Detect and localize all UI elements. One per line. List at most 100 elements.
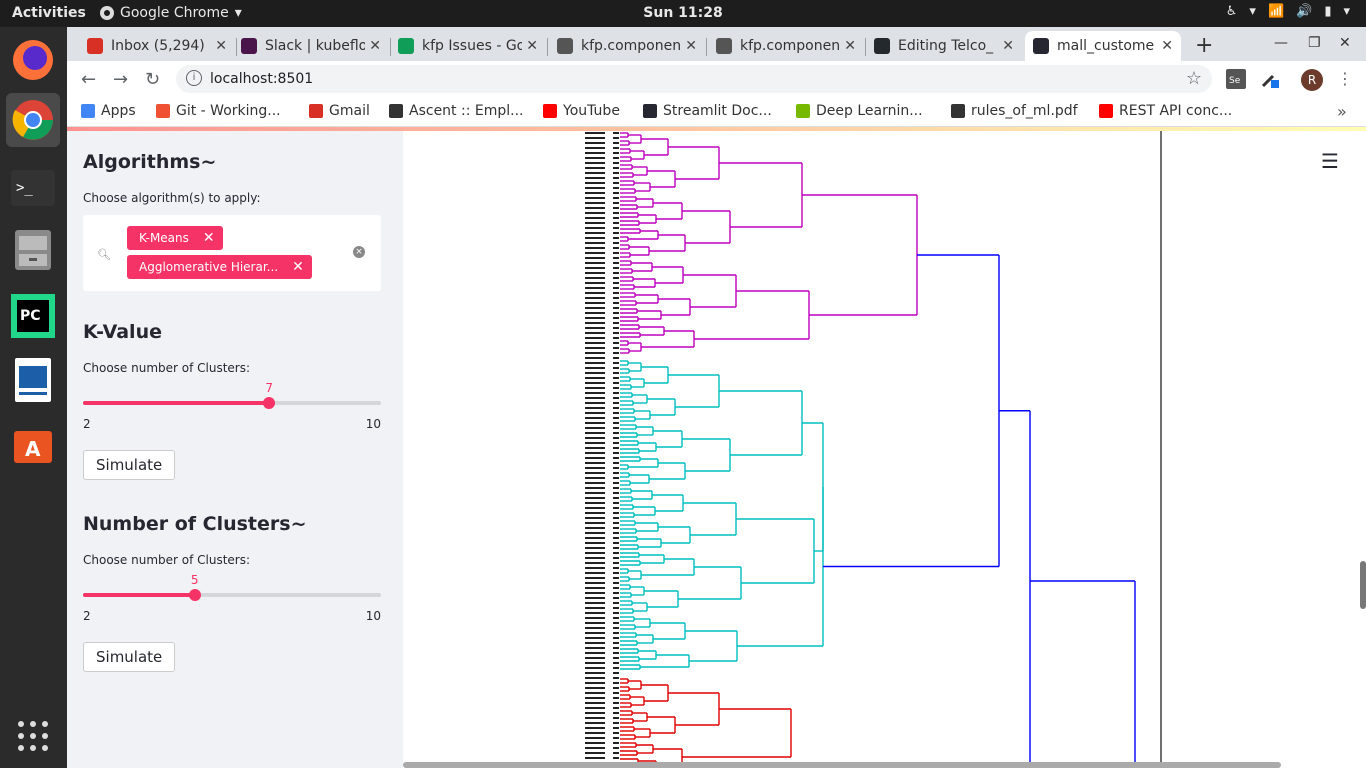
site-info-icon[interactable]: i (186, 70, 202, 86)
simulate-button[interactable]: Simulate (83, 450, 176, 480)
close-tab-icon[interactable]: ✕ (685, 38, 697, 54)
activities-button[interactable]: Activities (12, 5, 86, 21)
remove-chip-icon[interactable]: ✕ (292, 259, 304, 275)
bookmark-item[interactable]: Deep Learnin... (796, 103, 923, 119)
new-tab-button[interactable]: + (1195, 33, 1214, 58)
slider-thumb[interactable] (188, 589, 201, 601)
system-tray[interactable]: ♿ ▾ 📶 🔊 ▮ ▾ (1226, 4, 1350, 19)
slider-fill (83, 593, 195, 597)
slider-value: 7 (265, 381, 274, 395)
bookmark-label: Deep Learnin... (816, 103, 923, 119)
close-window-button[interactable]: ✕ (1339, 35, 1351, 51)
remove-chip-icon[interactable]: ✕ (202, 230, 215, 246)
bookmark-item[interactable]: Gmail (309, 103, 370, 119)
firefox-launcher[interactable] (6, 33, 60, 87)
files-launcher[interactable] (6, 223, 60, 277)
close-tab-icon[interactable]: ✕ (1161, 38, 1173, 54)
bookmark-item[interactable]: Apps (81, 103, 136, 119)
browser-tab[interactable]: Editing Telco_✕ (866, 31, 1022, 61)
svg-text:PC: PC (20, 308, 41, 324)
bookmark-item[interactable]: YouTube (543, 103, 620, 119)
slider-value: 5 (190, 573, 199, 587)
bookmark-item[interactable]: Git - Working... (156, 103, 281, 119)
os-top-bar: Activities Google Chrome ▾ Sun 11:28 ♿ ▾… (0, 0, 1366, 27)
horizontal-scrollbar[interactable] (403, 762, 1281, 768)
bookmark-item[interactable]: Streamlit Doc... (643, 103, 772, 119)
sidebar: Algorithms~ Choose algorithm(s) to apply… (67, 131, 403, 768)
algorithms-label: Choose algorithm(s) to apply: (83, 191, 261, 205)
accessibility-icon[interactable]: ♿ (1225, 4, 1238, 19)
show-applications-button[interactable] (18, 721, 48, 751)
firefox-icon (13, 40, 53, 80)
app-menu[interactable]: Google Chrome ▾ (100, 5, 242, 21)
svg-text:>_: >_ (16, 180, 33, 196)
selenium-extension-icon[interactable]: Se (1226, 69, 1246, 89)
chrome-launcher[interactable] (6, 93, 60, 147)
clock[interactable]: Sun 11:28 (643, 5, 723, 21)
slider-thumb[interactable] (263, 397, 276, 409)
wifi-icon: 📶 (1267, 4, 1285, 19)
reload-button[interactable]: ↻ (145, 69, 161, 90)
bookmark-item[interactable]: rules_of_ml.pdf (951, 103, 1078, 119)
bookmark-star-icon[interactable]: ☆ (1185, 68, 1202, 89)
back-button[interactable]: ← (81, 69, 97, 90)
bookmark-label: Streamlit Doc... (663, 103, 772, 119)
more-bookmarks-button[interactable]: » (1337, 102, 1347, 121)
tab-separator (390, 38, 391, 56)
kvalue-slider[interactable]: 7 2 10 (83, 381, 381, 435)
chevron-down-icon: ▾ (1249, 4, 1256, 19)
writer-launcher[interactable] (6, 353, 60, 407)
streamlit-app: Algorithms~ Choose algorithm(s) to apply… (67, 131, 1366, 768)
slider-track[interactable] (83, 593, 381, 597)
software-center-launcher[interactable]: A (6, 417, 60, 471)
chrome-menu-button[interactable]: ⋮ (1337, 69, 1353, 88)
browser-tab[interactable]: kfp Issues - Goo✕ (390, 31, 546, 61)
close-tab-icon[interactable]: ✕ (369, 38, 381, 54)
file-cabinet-icon (15, 230, 51, 270)
slider-max: 10 (365, 609, 381, 623)
search-icon: 🔍︎ (97, 248, 111, 261)
hamburger-menu-icon[interactable]: ☰ (1321, 149, 1339, 173)
pycharm-launcher[interactable]: PC (6, 289, 60, 343)
bookmark-favicon-icon (156, 104, 170, 118)
shopping-bag-icon: A (14, 431, 52, 463)
chevron-down-icon: ▾ (234, 5, 242, 21)
favicon-icon (874, 38, 890, 54)
vertical-scrollbar[interactable] (1360, 561, 1366, 609)
simulate-button[interactable]: Simulate (83, 642, 176, 672)
close-tab-icon[interactable]: ✕ (526, 38, 538, 54)
nclusters-slider[interactable]: 5 2 10 (83, 573, 381, 627)
browser-tab[interactable]: kfp.component✕ (549, 31, 705, 61)
eyedropper-extension-icon[interactable] (1260, 69, 1280, 89)
kvalue-heading: K-Value (83, 321, 162, 343)
maximize-button[interactable]: ❐ (1308, 35, 1321, 51)
browser-tab[interactable]: mall_custome✕ (1025, 31, 1181, 61)
bookmark-label: REST API conc... (1119, 103, 1233, 119)
terminal-icon: >_ (11, 170, 55, 206)
nclusters-heading: Number of Clusters~ (83, 513, 307, 535)
bookmark-label: Git - Working... (176, 103, 281, 119)
forward-button[interactable]: → (113, 69, 129, 90)
close-tab-icon[interactable]: ✕ (1002, 38, 1014, 54)
minimize-button[interactable]: — (1274, 35, 1288, 51)
chevron-down-icon: ▾ (1343, 4, 1350, 19)
bookmark-label: rules_of_ml.pdf (971, 103, 1078, 119)
algorithm-multiselect[interactable]: 🔍︎ K-Means ✕ Agglomerative Hierar... ✕ × (83, 215, 381, 291)
main-content (403, 131, 1366, 768)
close-tab-icon[interactable]: ✕ (215, 38, 227, 54)
clear-all-icon[interactable]: × (353, 246, 365, 258)
tab-label: kfp.component (740, 38, 841, 54)
favicon-icon (241, 38, 257, 54)
bookmark-favicon-icon (643, 104, 657, 118)
address-bar[interactable]: i localhost:8501 ☆ (176, 65, 1212, 93)
close-tab-icon[interactable]: ✕ (844, 38, 856, 54)
bookmark-item[interactable]: Ascent :: Empl... (389, 103, 524, 119)
terminal-launcher[interactable]: >_ (6, 161, 60, 215)
bookmark-item[interactable]: REST API conc... (1099, 103, 1232, 119)
browser-tab[interactable]: Slack | kubeflow✕ (233, 31, 389, 61)
profile-avatar[interactable]: R (1301, 69, 1323, 91)
browser-tab[interactable]: kfp.component✕ (708, 31, 864, 61)
browser-tab[interactable]: Inbox (5,294)✕ (79, 31, 235, 61)
tab-label: kfp Issues - Goo (422, 38, 523, 54)
app-name: Google Chrome (120, 5, 229, 21)
